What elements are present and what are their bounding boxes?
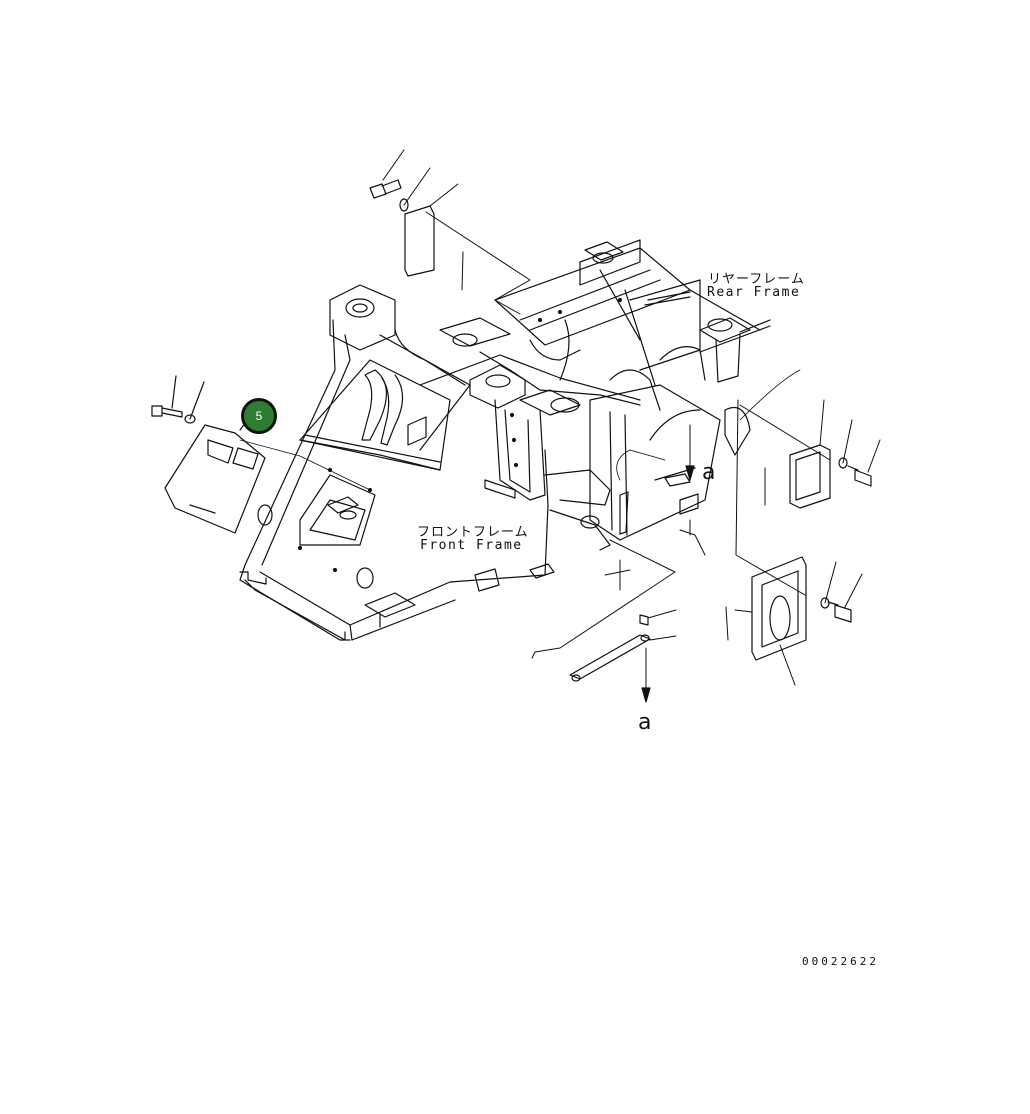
right-cover-plate-group — [724, 369, 881, 596]
top-cover-plate — [404, 205, 435, 277]
part-callout-number: 5 — [255, 409, 263, 423]
detail-a-ref-lower: a — [638, 710, 653, 735]
rear-frame-label-en: Rear Frame — [707, 285, 801, 300]
top-washer — [399, 198, 409, 212]
part-callout-5[interactable]: 5 — [241, 398, 277, 434]
drawing-number: 00022622 — [802, 955, 879, 968]
lower-right-cover-plate-group — [725, 556, 863, 686]
front-frame — [239, 284, 555, 641]
rear-frame — [419, 239, 771, 416]
center-hinge — [469, 364, 721, 551]
left-washer — [184, 414, 196, 424]
top-cover-plate-group — [369, 149, 531, 315]
left-bolt — [151, 405, 183, 418]
left-cover-plate-group — [151, 375, 371, 534]
front-frame-label-jp: フロントフレーム — [417, 525, 529, 540]
left-cover-plate — [164, 424, 266, 534]
detail-a-group — [531, 424, 706, 703]
front-frame-label-en: Front Frame — [420, 538, 523, 553]
top-bolt — [369, 179, 402, 199]
detail-a-ref-upper: a — [702, 460, 717, 485]
rear-frame-label-jp: リヤーフレーム — [708, 272, 805, 287]
